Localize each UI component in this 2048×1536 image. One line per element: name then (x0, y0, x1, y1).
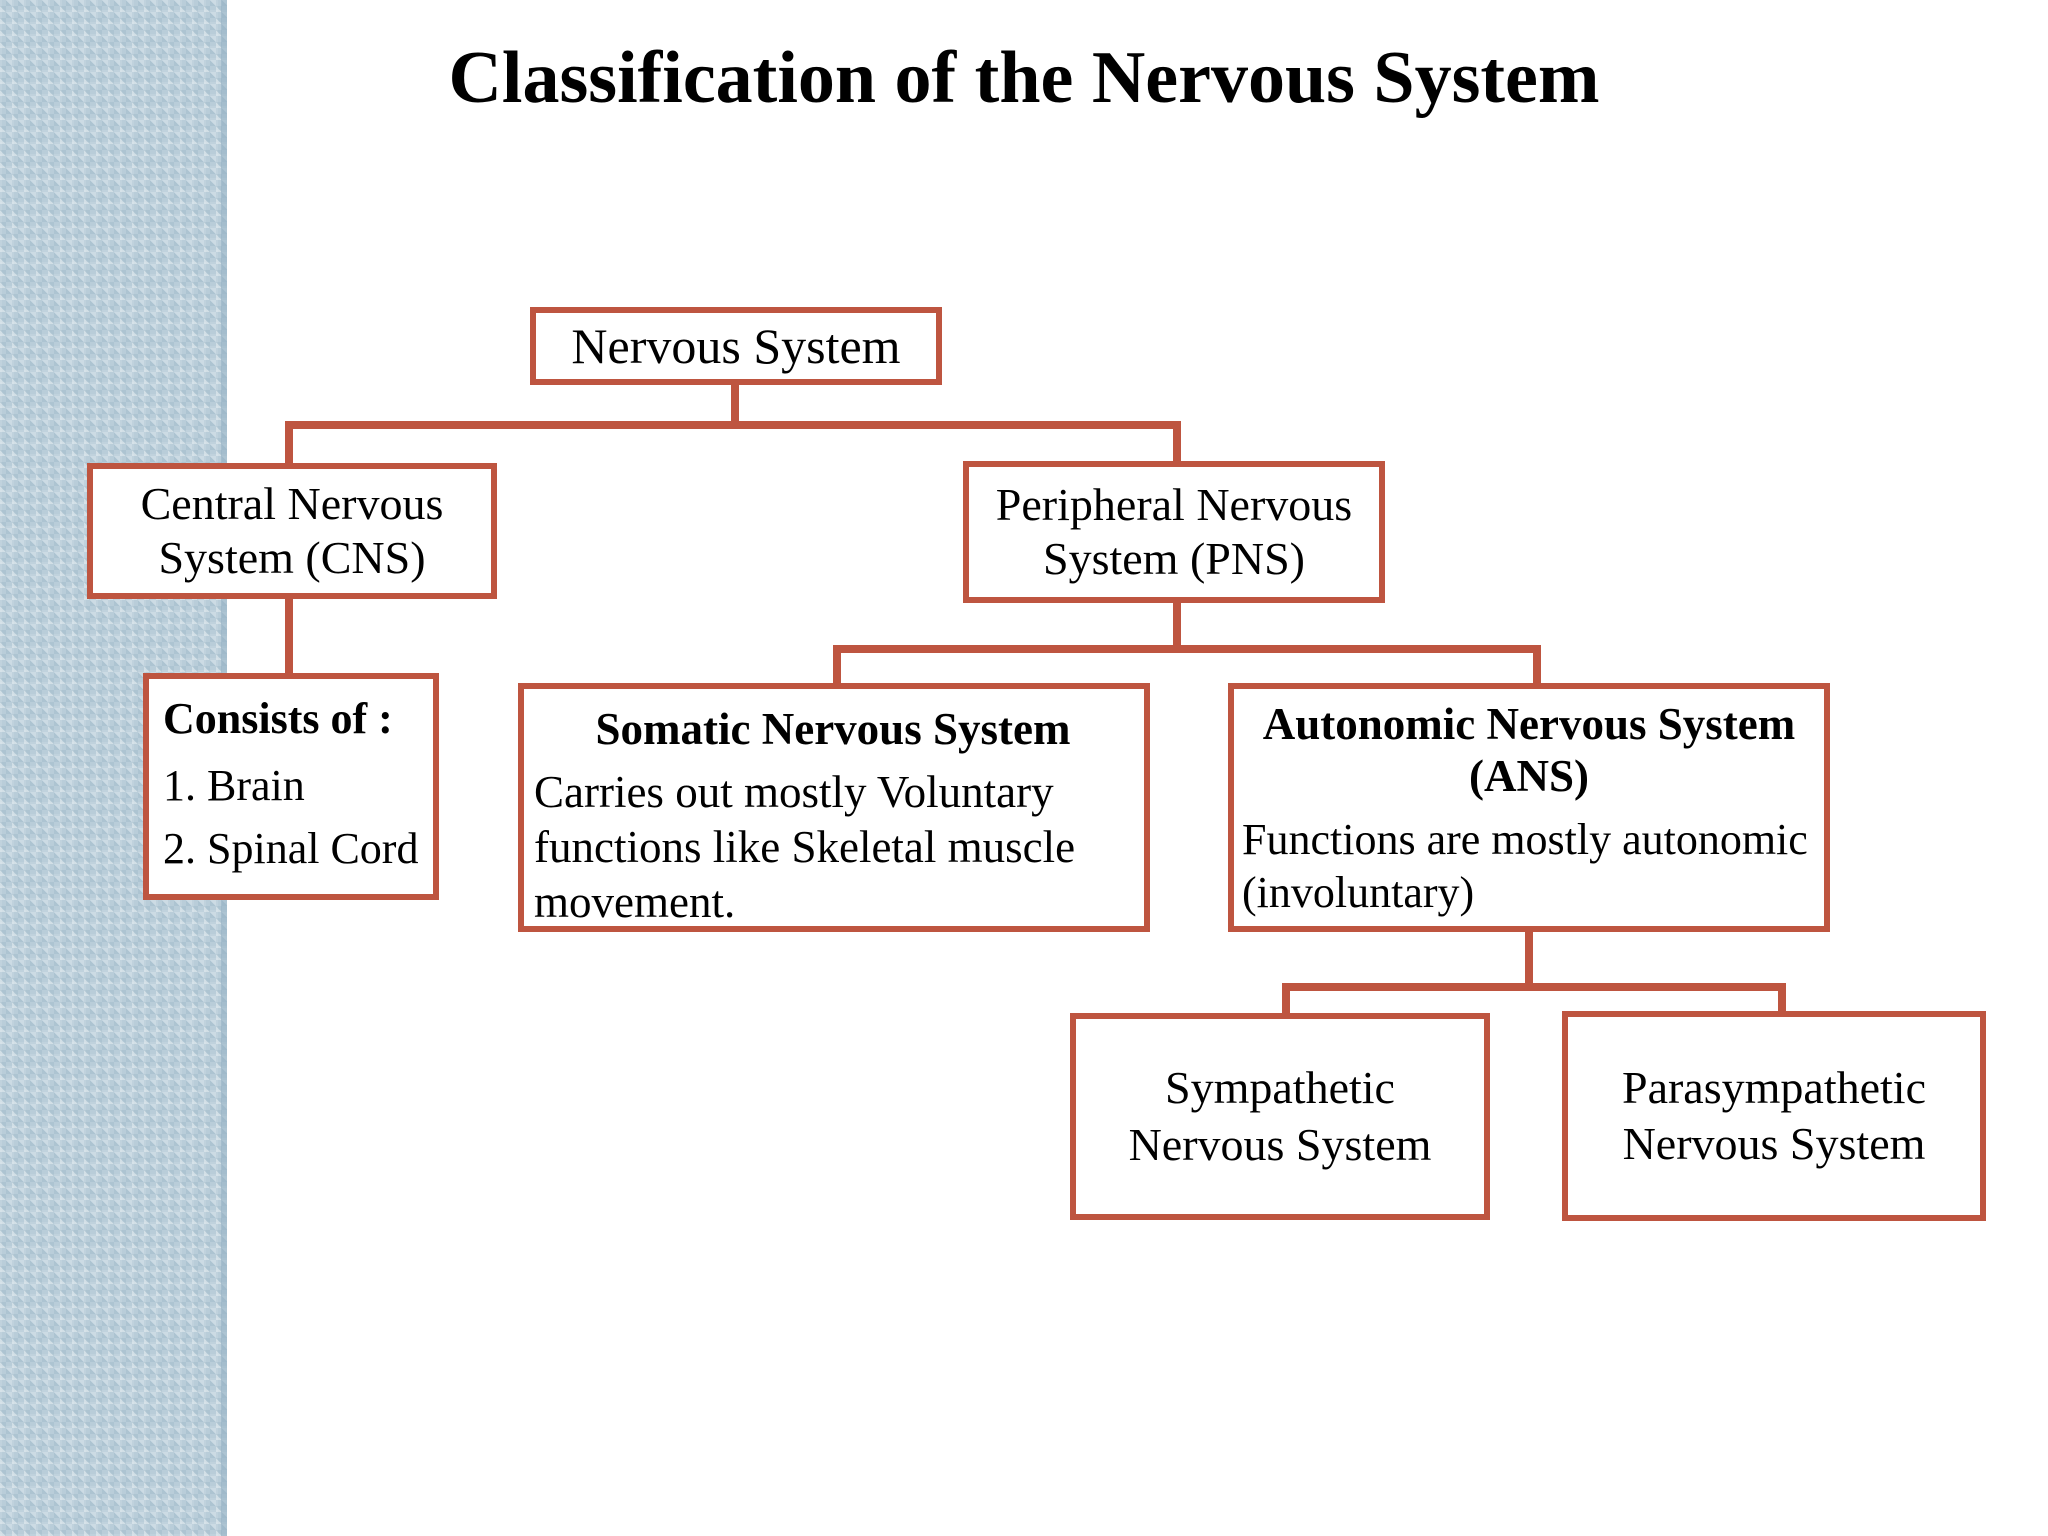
autonomic-description: Functions are mostly autonomic (involunt… (1242, 814, 1808, 918)
cns-detail-item-brain: 1. Brain (163, 761, 305, 810)
connector-parasympathetic-vertical (1778, 983, 1786, 1017)
node-peripheral-nervous-system: Peripheral Nervous System (PNS) (963, 461, 1385, 603)
node-pns-label: Peripheral Nervous System (PNS) (995, 478, 1353, 584)
connector-ans-bottom-stub (1525, 928, 1533, 988)
cns-detail-item-spinal-cord: 2. Spinal Cord (163, 824, 419, 873)
autonomic-heading: Autonomic Nervous System (ANS) (1262, 699, 1796, 801)
node-central-nervous-system: Central Nervous System (CNS) (87, 463, 497, 599)
connector-level1-horizontal (285, 421, 1181, 429)
connector-somatic-vertical (833, 645, 841, 687)
node-somatic-nervous-system: Somatic Nervous System Carries out mostl… (518, 683, 1150, 932)
connector-autonomic-vertical (1533, 645, 1541, 687)
parasympathetic-label: Parasympathetic Nervous System (1621, 1061, 1926, 1169)
node-nervous-system: Nervous System (530, 307, 942, 385)
connector-root-stub (731, 381, 739, 427)
page-title: Classification of the Nervous System (448, 37, 1600, 119)
somatic-heading: Somatic Nervous System (595, 704, 1071, 754)
connector-level3-horizontal (833, 645, 1541, 653)
connector-pns-bottom-stub (1173, 601, 1181, 653)
connector-pns-vertical (1173, 421, 1181, 467)
node-cns-label: Central Nervous System (CNS) (140, 477, 444, 583)
node-nervous-system-label: Nervous System (571, 318, 901, 374)
somatic-description: Carries out mostly Voluntary functions l… (534, 767, 1076, 927)
node-sympathetic-nervous-system: Sympathetic Nervous System (1070, 1013, 1490, 1220)
node-parasympathetic-nervous-system: Parasympathetic Nervous System (1562, 1011, 1986, 1221)
connector-sympathetic-vertical (1282, 983, 1290, 1017)
node-autonomic-nervous-system: Autonomic Nervous System (ANS) Functions… (1228, 683, 1830, 932)
node-cns-details: Consists of : 1. Brain 2. Spinal Cord (143, 673, 439, 900)
sympathetic-label: Sympathetic Nervous System (1128, 1062, 1432, 1170)
cns-details-heading: Consists of : (163, 694, 393, 743)
connector-level4-horizontal (1282, 983, 1786, 991)
